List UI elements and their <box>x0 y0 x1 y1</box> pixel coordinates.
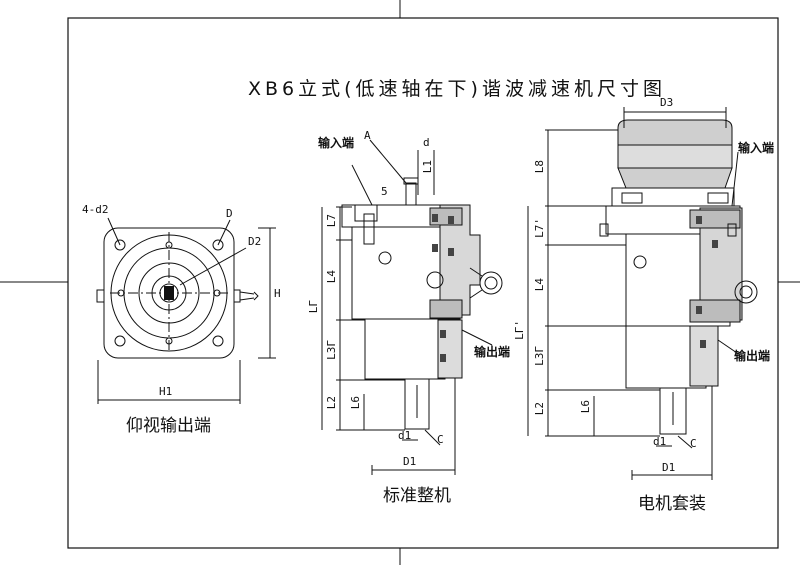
standard-view <box>321 139 503 475</box>
drawing-title: XB6立式(低速轴在下)谐波减速机尺寸图 <box>248 78 666 100</box>
std-l7-label: L7 <box>325 214 338 228</box>
std-input-label: 输入端 <box>318 136 355 150</box>
std-d-label: d <box>423 136 430 149</box>
std-l2-label: L2 <box>325 396 338 410</box>
std-d1-small-label: d1 <box>398 429 412 442</box>
motor-output-label: 输出端 <box>734 349 771 363</box>
motor-lt-label: LΓ' <box>513 320 526 340</box>
motor-l8-label: L8 <box>533 160 546 174</box>
bottom-view <box>96 217 276 404</box>
motor-input-label: 输入端 <box>738 141 775 155</box>
motor-l2-label: L2 <box>533 402 546 416</box>
std-l6-label: L6 <box>349 396 362 410</box>
h1-label: H1 <box>159 385 173 398</box>
std-c-label: C <box>437 433 444 446</box>
std-l1-label: L1 <box>421 160 434 174</box>
std-five-label: 5 <box>381 185 388 198</box>
motor-view-caption: 电机套装 <box>638 494 706 514</box>
motor-l7-label: L7' <box>533 218 546 238</box>
d-label: D <box>226 207 233 220</box>
motor-l6-label: L6 <box>579 400 592 414</box>
std-l3-label: L3Γ <box>325 340 338 360</box>
motor-l4-label: L4 <box>533 278 546 292</box>
motor-d3-label: D3 <box>660 96 674 109</box>
std-d1-label: D1 <box>403 455 417 468</box>
motor-view <box>527 107 758 480</box>
standard-view-caption: 标准整机 <box>383 486 451 506</box>
motor-d1-label: D1 <box>662 461 676 474</box>
holes-label: 4-d2 <box>82 203 109 216</box>
std-l4-label: L4 <box>325 270 338 284</box>
std-a-label: A <box>364 129 371 142</box>
std-lt-label: LΓ <box>307 300 320 314</box>
motor-l3-label: L3Γ <box>533 346 546 366</box>
h-label: H <box>274 287 281 300</box>
d2-label: D2 <box>248 235 262 248</box>
std-output-label: 输出端 <box>474 345 511 359</box>
bottom-view-caption: 仰视输出端 <box>126 416 211 436</box>
motor-c-label: C <box>690 437 697 450</box>
motor-d1-small-label: d1 <box>653 435 667 448</box>
